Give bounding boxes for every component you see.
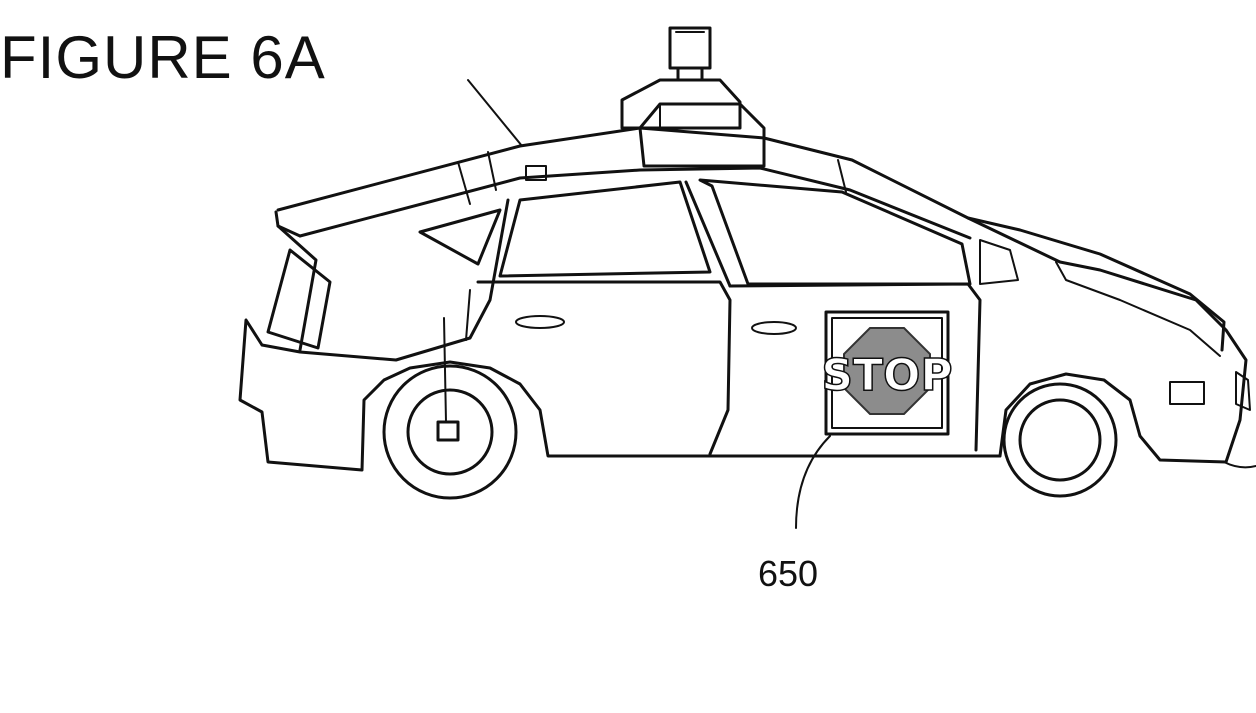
side-mirror: [979, 239, 1019, 285]
roof-sensor-assembly: [620, 26, 766, 168]
front-door-handle: [751, 321, 797, 335]
rear-quarter-window: [418, 208, 502, 266]
figure-title: FIGURE 6A: [0, 24, 326, 91]
rear-door-window: [498, 180, 712, 278]
roof-small-sensor: [525, 165, 547, 181]
front-door-window: [698, 178, 972, 286]
roof-line: [276, 126, 1062, 264]
stop-sign-display: STOP: [795, 310, 953, 529]
reference-leader-line: [795, 435, 831, 529]
front-door-outline: [728, 282, 982, 452]
reference-label: 650: [758, 553, 819, 594]
rear-door-outline: [476, 280, 732, 456]
top-sensor-box: [668, 26, 712, 70]
rear-window: [266, 248, 332, 350]
sensor-leader-line: [467, 79, 523, 147]
roof-lower-line: [298, 166, 972, 240]
display-frame: [824, 310, 950, 436]
wheel-leader-line: [443, 317, 447, 423]
rear-pillar: [276, 224, 318, 352]
sensor-mount: [676, 66, 704, 82]
body-outline: [238, 198, 1248, 472]
sensor-housing-top: [620, 78, 742, 130]
hood-line: [966, 216, 1226, 352]
stop-sign-text: STOP: [821, 350, 952, 401]
headlight: [1235, 371, 1251, 411]
rear-wheel: [382, 317, 518, 500]
wheel-sensor: [436, 420, 460, 442]
stop-octagon: [843, 327, 931, 415]
hood-crease: [1055, 261, 1221, 357]
front-bumper-curve: [1223, 461, 1256, 469]
b-pillar: [684, 180, 732, 288]
front-sensor: [1169, 381, 1205, 405]
front-wheel: [1002, 382, 1118, 498]
rear-door-handle: [515, 315, 565, 329]
spoiler: [274, 210, 302, 238]
